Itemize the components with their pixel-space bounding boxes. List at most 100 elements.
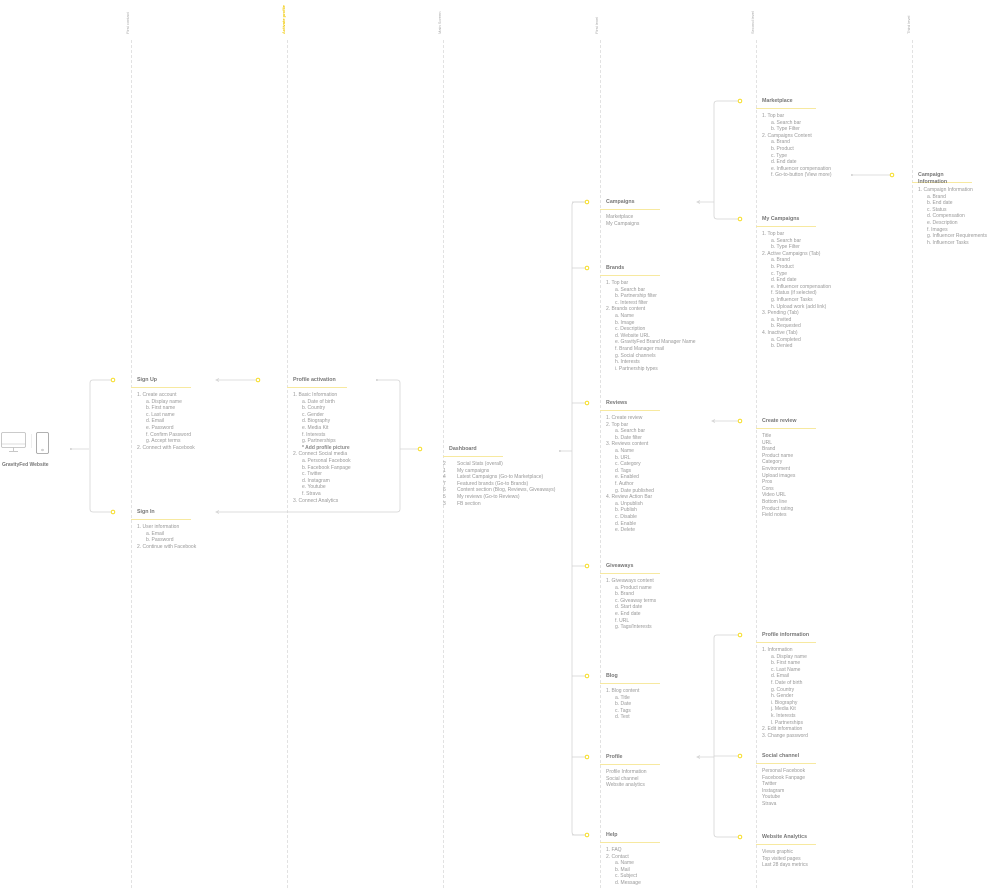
list-item: Bottom line (762, 498, 788, 505)
list-subitem: i. Biography (771, 699, 798, 706)
list-item: Pros (762, 479, 773, 486)
list-subitem: c. Disable (615, 513, 637, 520)
list-item: Video URL (762, 492, 787, 499)
list-subitem: b. Publish (615, 507, 637, 514)
list-subitem: g. Influencer Requirements (927, 233, 988, 240)
card-title: Sign Up (131, 377, 191, 388)
node-dot (737, 98, 743, 104)
list-subitem: b. Product (771, 263, 794, 270)
list-item: 4. Review Action Bar (606, 494, 653, 501)
list-subitem: b. End date (927, 200, 953, 207)
list-item: 3. Reviews content (606, 441, 649, 448)
list-item: Twitter (762, 781, 777, 788)
column-guide (287, 40, 288, 888)
list-subitem: c. Type (771, 270, 788, 277)
list-subitem: d. Compensation (927, 213, 965, 220)
node-dot (737, 753, 743, 759)
connector-line (215, 510, 220, 514)
item-text: Social Stats (overall) (457, 461, 503, 467)
list-item: Social channel (606, 775, 639, 782)
card-title: Website Analytics (756, 834, 816, 845)
list-subitem: h. Gender (771, 693, 794, 700)
list-subitem: d. Text (615, 714, 630, 721)
priority-number: 6 (443, 487, 446, 494)
list-item: 1. User information (137, 524, 180, 530)
list-subitem: c. Status (927, 206, 947, 213)
list-subitem: a. Personal Facebook (302, 457, 351, 464)
list-item: 3. Connect Analytics (293, 497, 339, 504)
card-title: Campaigns (600, 199, 660, 210)
list-subitem: c. Description (615, 326, 646, 333)
list-item: URL (762, 439, 773, 446)
list-item: 2. Brands content (606, 306, 646, 313)
list-subitem: e. Description (927, 219, 958, 226)
card-title: Profile (600, 754, 660, 765)
list-subitem: f. URL (615, 617, 630, 624)
list-subitem: f. Interests (302, 431, 326, 438)
list-subitem: d. Instagram (302, 477, 330, 484)
node-dot (584, 199, 590, 205)
list-subitem: f. Brand Manager mail (615, 345, 665, 352)
column-guide (600, 40, 601, 888)
list-subitem: b. Password (146, 537, 174, 544)
list-subitem: a. Title (615, 694, 630, 701)
list-subitem: g. Social channels (615, 352, 656, 359)
node-dot (889, 172, 895, 178)
list-item: 2. Campaigns Content (762, 132, 812, 139)
list-item: Youtube (762, 794, 781, 801)
list-item: My Campaigns (606, 220, 640, 227)
list-subitem: d. End date (771, 277, 797, 284)
priority-number: 3 (443, 500, 446, 507)
card-title: Marketplace (756, 98, 816, 109)
list-item: Upload images (762, 472, 796, 479)
list-subitem: c. Tags (615, 707, 631, 714)
connector-line (215, 378, 220, 382)
list-subitem: g. Partnerships (302, 438, 336, 445)
list-subitem: b. Date filter (615, 434, 642, 441)
list-subitem: c. Category (615, 461, 641, 468)
list-item: 2. Connect with Facebook (137, 444, 195, 451)
list-subitem: a. Display name (771, 653, 807, 660)
list-item: 1. FAQ (606, 847, 622, 853)
card-title: Brands (600, 265, 660, 276)
list-subitem: e. Password (146, 424, 174, 431)
list-item: 1. Top bar (606, 280, 629, 286)
list-subitem: a. Date of birth (302, 398, 335, 405)
list-item: Environment (762, 465, 791, 472)
connector-line (89, 379, 111, 513)
list-subitem: a. Name (615, 447, 634, 454)
connector-line (713, 634, 738, 838)
card-title: Dashboard (443, 446, 503, 457)
list-subitem: f. Status (if selected) (771, 290, 817, 297)
